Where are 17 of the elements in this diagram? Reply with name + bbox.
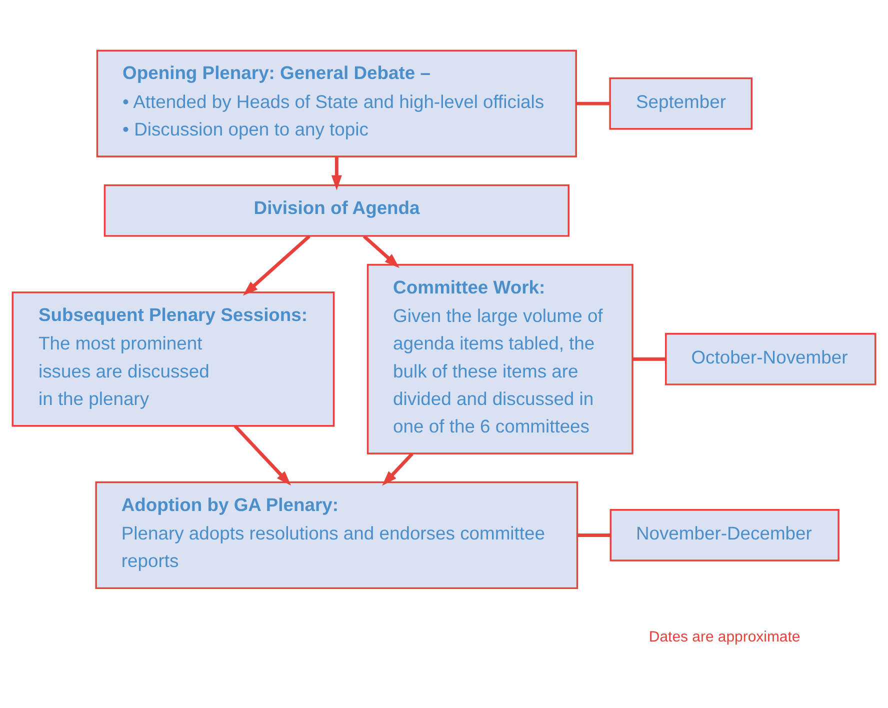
arrow xyxy=(234,424,292,486)
connector xyxy=(578,533,610,536)
arrow xyxy=(242,234,310,296)
label: Dates are approximate xyxy=(648,628,800,646)
node-box: Committee Work: Given the large volume of agenda items tabled, the bulk of these items are divided and discussed in one of the 6 committees xyxy=(366,263,634,454)
arrow xyxy=(331,156,342,190)
node-box: November-December xyxy=(610,508,840,561)
connector xyxy=(576,101,610,105)
node-box: October-November xyxy=(665,332,876,385)
node-box: September xyxy=(609,76,752,130)
node-box: Opening Plenary: General Debate – • Attended by Heads of State and high-level officials • Discussion open to any topic xyxy=(96,49,577,157)
arrow xyxy=(362,234,400,268)
node-box: Subsequent Plenary Sessions: The most prominent issues are discussed in the plenary xyxy=(12,290,335,426)
arrow xyxy=(382,452,414,486)
node-box: Adoption by GA Plenary: Plenary adopts resolutions and endorses committee reports xyxy=(95,480,578,589)
node-box: Division of Agenda xyxy=(104,184,570,236)
connector xyxy=(632,356,666,360)
